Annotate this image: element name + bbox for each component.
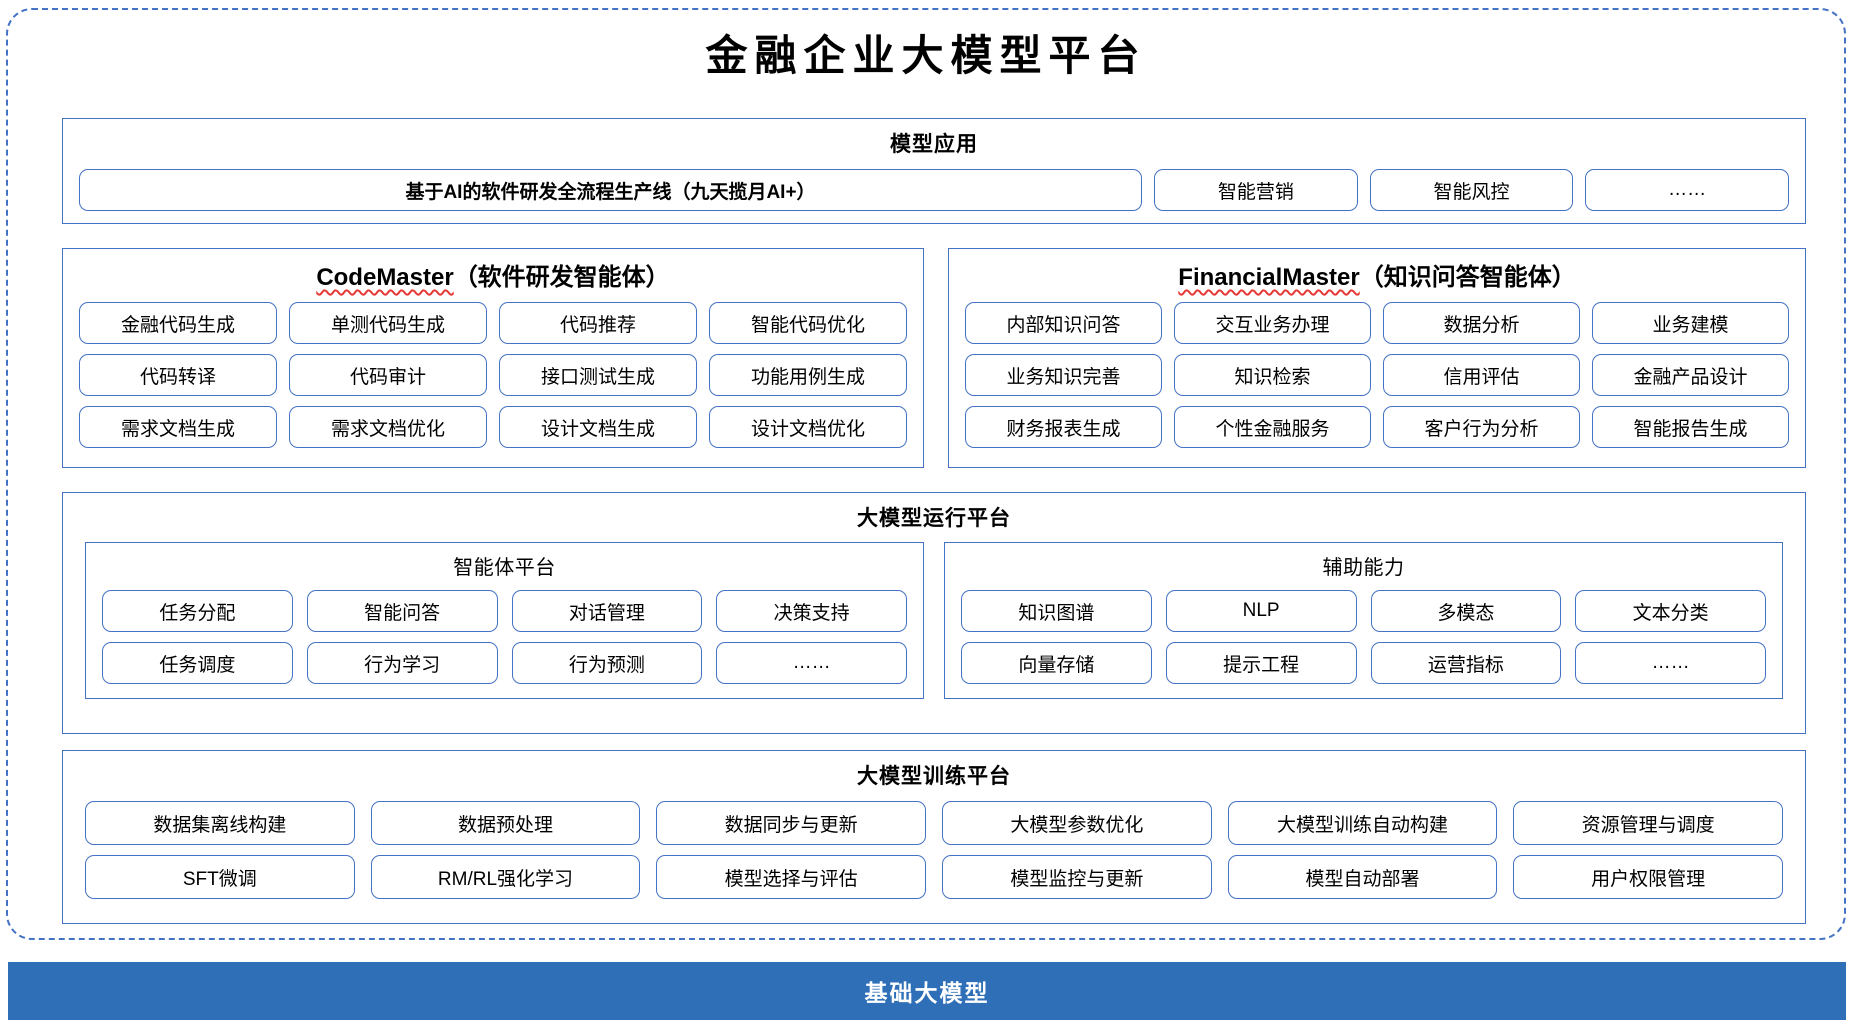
auxiliary-capability-subpanel: 辅助能力 知识图谱 NLP 多模态 文本分类 向量存储 提示工程 运营指标 …… [944,542,1783,699]
codemaster-name-en: CodeMaster [316,264,454,291]
training-platform-panel: 大模型训练平台 数据集离线构建 数据预处理 数据同步与更新 大模型参数优化 大模… [62,750,1806,924]
platform-outer-frame: 金融企业大模型平台 模型应用 基于AI的软件研发全流程生产线（九天揽月AI+） … [6,8,1846,940]
codemaster-item-2[interactable]: 代码推荐 [499,302,697,344]
financialmaster-item-2[interactable]: 数据分析 [1383,302,1580,344]
app-item-ai-sdlc-pipeline[interactable]: 基于AI的软件研发全流程生产线（九天揽月AI+） [79,169,1142,211]
financialmaster-name-en: FinancialMaster [1178,264,1360,291]
agent-platform-subpanel: 智能体平台 任务分配 智能问答 对话管理 决策支持 任务调度 行为学习 行为预测… [85,542,924,699]
app-item-smart-risk-control[interactable]: 智能风控 [1369,169,1574,211]
codemaster-item-10[interactable]: 设计文档生成 [499,406,697,448]
financialmaster-item-3[interactable]: 业务建模 [1592,302,1789,344]
financialmaster-item-6[interactable]: 信用评估 [1383,354,1580,396]
foundation-model-label: 基础大模型 [864,980,990,1006]
auxiliary-item-6[interactable]: 运营指标 [1370,642,1562,684]
agent-platform-item-6[interactable]: 行为预测 [511,642,703,684]
training-item-11[interactable]: 用户权限管理 [1513,855,1783,899]
auxiliary-item-2[interactable]: 多模态 [1370,590,1562,632]
auxiliary-item-4[interactable]: 向量存储 [961,642,1152,684]
page-title: 金融企业大模型平台 [705,31,1147,80]
app-item-more[interactable]: …… [1585,169,1790,211]
auxiliary-item-0[interactable]: 知识图谱 [961,590,1152,632]
financialmaster-item-4[interactable]: 业务知识完善 [965,354,1162,396]
financialmaster-item-1[interactable]: 交互业务办理 [1174,302,1371,344]
codemaster-item-9[interactable]: 需求文档优化 [289,406,487,448]
agent-platform-item-2[interactable]: 对话管理 [511,590,703,632]
codemaster-title: CodeMaster（软件研发智能体） [63,257,923,292]
codemaster-name-cn: （软件研发智能体） [453,264,670,291]
codemaster-item-1[interactable]: 单测代码生成 [289,302,487,344]
codemaster-item-6[interactable]: 接口测试生成 [499,354,697,396]
agent-platform-item-7[interactable]: …… [716,642,907,684]
runtime-groups: 智能体平台 任务分配 智能问答 对话管理 决策支持 任务调度 行为学习 行为预测… [85,542,1783,699]
agent-platform-item-3[interactable]: 决策支持 [716,590,907,632]
codemaster-item-5[interactable]: 代码审计 [289,354,487,396]
codemaster-item-0[interactable]: 金融代码生成 [79,302,277,344]
agent-platform-item-4[interactable]: 任务调度 [102,642,293,684]
app-item-smart-marketing[interactable]: 智能营销 [1154,169,1358,211]
auxiliary-item-1[interactable]: NLP [1165,590,1357,632]
financialmaster-item-11[interactable]: 智能报告生成 [1592,406,1789,448]
training-item-7[interactable]: RM/RL强化学习 [370,855,641,899]
training-item-9[interactable]: 模型监控与更新 [941,855,1212,899]
training-item-4[interactable]: 大模型训练自动构建 [1227,801,1498,845]
runtime-platform-panel: 大模型运行平台 智能体平台 任务分配 智能问答 对话管理 决策支持 任务调度 行… [62,492,1806,734]
auxiliary-item-5[interactable]: 提示工程 [1165,642,1357,684]
financialmaster-item-0[interactable]: 内部知识问答 [965,302,1162,344]
codemaster-item-4[interactable]: 代码转译 [79,354,277,396]
financialmaster-panel: FinancialMaster（知识问答智能体） 内部知识问答 交互业务办理 数… [948,248,1806,468]
auxiliary-capability-items: 知识图谱 NLP 多模态 文本分类 向量存储 提示工程 运营指标 …… [961,590,1766,684]
codemaster-items: 金融代码生成 单测代码生成 代码推荐 智能代码优化 代码转译 代码审计 接口测试… [79,302,907,448]
agent-platform-items: 任务分配 智能问答 对话管理 决策支持 任务调度 行为学习 行为预测 …… [102,590,907,684]
financialmaster-item-8[interactable]: 财务报表生成 [965,406,1162,448]
training-item-0[interactable]: 数据集离线构建 [85,801,355,845]
model-application-title: 模型应用 [890,133,978,156]
training-item-3[interactable]: 大模型参数优化 [941,801,1212,845]
codemaster-item-7[interactable]: 功能用例生成 [709,354,907,396]
agent-platform-item-0[interactable]: 任务分配 [102,590,293,632]
training-item-5[interactable]: 资源管理与调度 [1513,801,1783,845]
financialmaster-item-7[interactable]: 金融产品设计 [1592,354,1789,396]
training-platform-title: 大模型训练平台 [857,765,1011,788]
financialmaster-items: 内部知识问答 交互业务办理 数据分析 业务建模 业务知识完善 知识检索 信用评估… [965,302,1789,448]
financialmaster-title: FinancialMaster（知识问答智能体） [949,257,1805,292]
financialmaster-item-5[interactable]: 知识检索 [1174,354,1371,396]
financialmaster-name-cn: （知识问答智能体） [1359,264,1576,291]
auxiliary-capability-title: 辅助能力 [1322,557,1405,579]
financialmaster-item-10[interactable]: 客户行为分析 [1383,406,1580,448]
auxiliary-item-3[interactable]: 文本分类 [1575,590,1766,632]
training-item-6[interactable]: SFT微调 [85,855,355,899]
model-application-items: 基于AI的软件研发全流程生产线（九天揽月AI+） 智能营销 智能风控 …… [79,169,1790,211]
training-platform-items: 数据集离线构建 数据预处理 数据同步与更新 大模型参数优化 大模型训练自动构建 … [85,801,1783,899]
training-item-10[interactable]: 模型自动部署 [1227,855,1498,899]
codemaster-item-8[interactable]: 需求文档生成 [79,406,277,448]
auxiliary-item-7[interactable]: …… [1575,642,1766,684]
agent-platform-item-5[interactable]: 行为学习 [306,642,498,684]
codemaster-panel: CodeMaster（软件研发智能体） 金融代码生成 单测代码生成 代码推荐 智… [62,248,924,468]
training-item-1[interactable]: 数据预处理 [370,801,641,845]
model-application-panel: 模型应用 基于AI的软件研发全流程生产线（九天揽月AI+） 智能营销 智能风控 … [62,118,1806,224]
codemaster-item-3[interactable]: 智能代码优化 [709,302,907,344]
agent-platform-title: 智能体平台 [453,557,556,579]
training-item-8[interactable]: 模型选择与评估 [656,855,926,899]
runtime-platform-title: 大模型运行平台 [857,507,1011,530]
training-item-2[interactable]: 数据同步与更新 [656,801,926,845]
financialmaster-item-9[interactable]: 个性金融服务 [1174,406,1371,448]
codemaster-item-11[interactable]: 设计文档优化 [709,406,907,448]
foundation-model-bar: 基础大模型 [8,962,1846,1020]
agent-platform-item-1[interactable]: 智能问答 [306,590,498,632]
